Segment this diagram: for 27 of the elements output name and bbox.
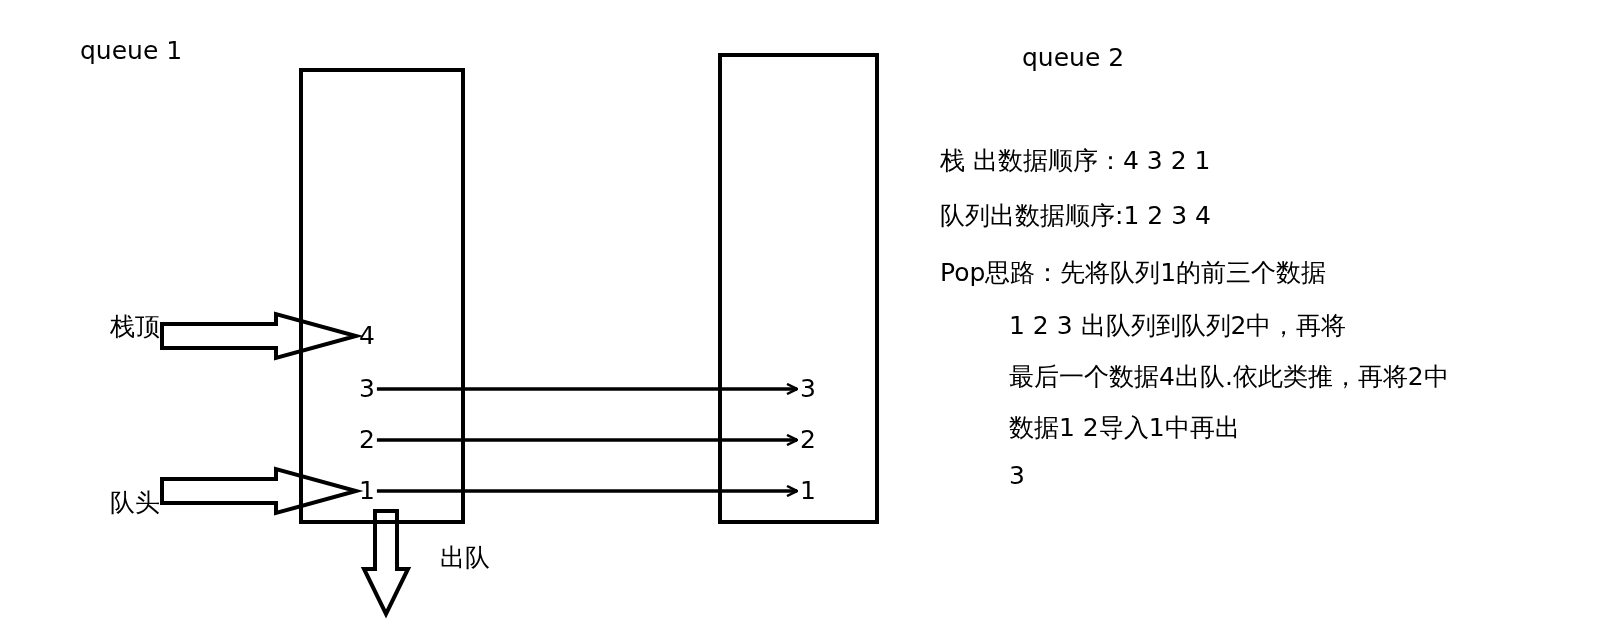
note-text: Pop思路：先将队列1的前三个数据 [940,260,1327,285]
note-text: 数据1 2导入1中再出 [1009,415,1240,440]
note-text: queue 1 [80,38,183,63]
note-text: queue 2 [1022,45,1125,70]
arrow [376,433,799,447]
block-arrow [160,311,364,361]
note-text: 1 2 3 出队列到队列2中，再将 [1009,313,1347,338]
edge-label: 出队 [440,545,490,570]
element-number: 2 [800,426,816,454]
pointer-label: 栈顶 [110,312,160,342]
element-number: 2 [359,426,375,454]
arrow [376,382,799,396]
arrow [376,484,799,498]
element-number: 3 [359,375,375,403]
block-arrow [160,466,364,516]
element-number: 1 [359,477,375,505]
note-text: 栈 出数据顺序：4 3 2 1 [940,148,1211,173]
element-number: 3 [800,375,816,403]
note-text: 最后一个数据4出队.依此类推，再将2中 [1009,364,1449,389]
element-number: 4 [359,322,375,350]
note-text: 队列出数据顺序:1 2 3 4 [940,203,1211,228]
element-number: 1 [800,477,816,505]
pointer-label: 队头 [110,488,160,518]
queue-box [299,68,465,524]
queue-box [718,53,879,524]
note-text: 3 [1009,463,1025,488]
block-arrow [360,509,412,619]
